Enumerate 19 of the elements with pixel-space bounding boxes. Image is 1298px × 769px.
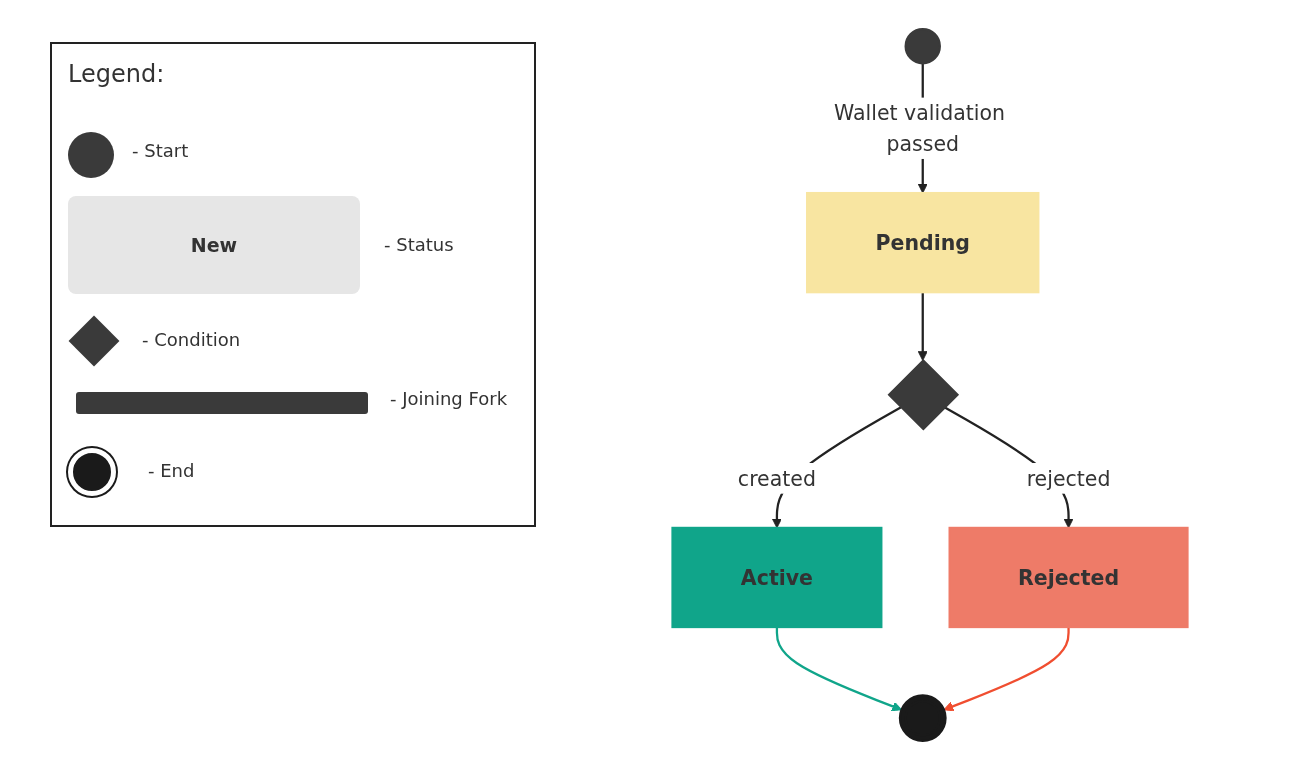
node-circle	[898, 694, 947, 743]
legend-title: Legend:	[68, 60, 165, 88]
edge-label: Wallet validation passed	[833, 100, 1005, 156]
legend-text: - Joining Fork	[390, 388, 508, 409]
arrow	[917, 292, 928, 361]
legend-text: - End	[148, 460, 195, 481]
arrow	[943, 627, 1070, 712]
node-box: Pending	[806, 191, 1040, 294]
legend-text: - Status	[384, 234, 454, 255]
node-box: Active	[671, 526, 883, 629]
node-circle	[904, 27, 941, 65]
arrow	[775, 627, 902, 712]
legend-text: - Condition	[142, 329, 241, 350]
node-diamond	[887, 358, 960, 431]
node-box: Rejected	[948, 526, 1189, 629]
sample-text: New	[190, 234, 238, 256]
edge-label: created	[737, 466, 816, 491]
edge-label: rejected	[1026, 466, 1111, 491]
legend-text: - Start	[132, 140, 189, 161]
